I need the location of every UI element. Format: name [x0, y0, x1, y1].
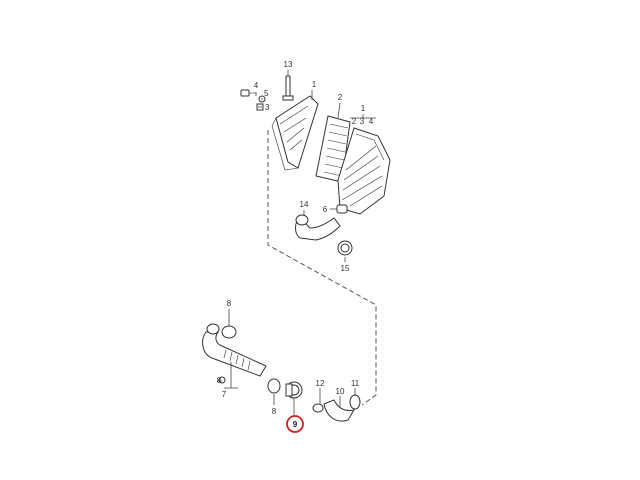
label-3-grommet: 3 — [265, 103, 270, 112]
label-1-lower-housing: 1 — [312, 80, 317, 89]
label-7-pipe: 7 — [222, 390, 227, 399]
label-8-top-clamp: 8 — [227, 299, 232, 308]
label-10-hose: 10 — [336, 387, 345, 396]
clamp-8-bottom-right[interactable] — [267, 378, 281, 394]
leader-lines — [217, 70, 376, 415]
label-5-washer: 5 — [264, 89, 269, 98]
label-9-part: 9 — [293, 420, 298, 429]
label-15-grommet: 15 — [341, 264, 350, 273]
part-9[interactable] — [285, 381, 303, 399]
filter-housing-lower[interactable] — [271, 95, 319, 171]
label-14-hose: 14 — [300, 200, 309, 209]
label-3-sub: 3 — [360, 117, 365, 126]
label-2-sub: 2 — [352, 117, 357, 126]
label-6-clamp: 6 — [323, 205, 328, 214]
label-11-clamp: 11 — [351, 379, 360, 388]
hose-10[interactable] — [323, 399, 356, 422]
filter-housing-upper[interactable] — [337, 127, 391, 215]
assembly-dashed-lines — [267, 130, 377, 406]
highlighted-callout-9[interactable]: 9 — [286, 415, 304, 433]
label-4-sub: 4 — [369, 117, 374, 126]
grommet-15[interactable] — [337, 240, 353, 256]
label-8-bottom-right: 8 — [272, 407, 277, 416]
clamp-8-top[interactable] — [221, 325, 237, 339]
label-13: 13 — [284, 60, 293, 69]
clamp-8-bottom-left[interactable] — [218, 376, 226, 384]
bolt-13[interactable] — [282, 75, 294, 101]
screw-4[interactable] — [240, 89, 256, 97]
label-12-seal: 12 — [316, 379, 325, 388]
highlight-ring — [286, 415, 304, 433]
label-2-filter: 2 — [338, 93, 343, 102]
seal-12[interactable] — [312, 403, 324, 413]
clamp-11[interactable] — [349, 394, 361, 410]
label-1-upper-housing: 1 — [361, 104, 366, 113]
intake-hose-14[interactable] — [295, 214, 341, 241]
label-8-bottom-left: 8 — [217, 376, 222, 385]
callout-labels: 13 1 4 5 3 2 1 2 3 4 6 14 15 8 8 7 8 12 … — [217, 60, 374, 416]
clamp-6[interactable] — [336, 204, 348, 214]
intake-pipe-7[interactable] — [202, 323, 267, 377]
label-4-screw: 4 — [254, 81, 259, 90]
